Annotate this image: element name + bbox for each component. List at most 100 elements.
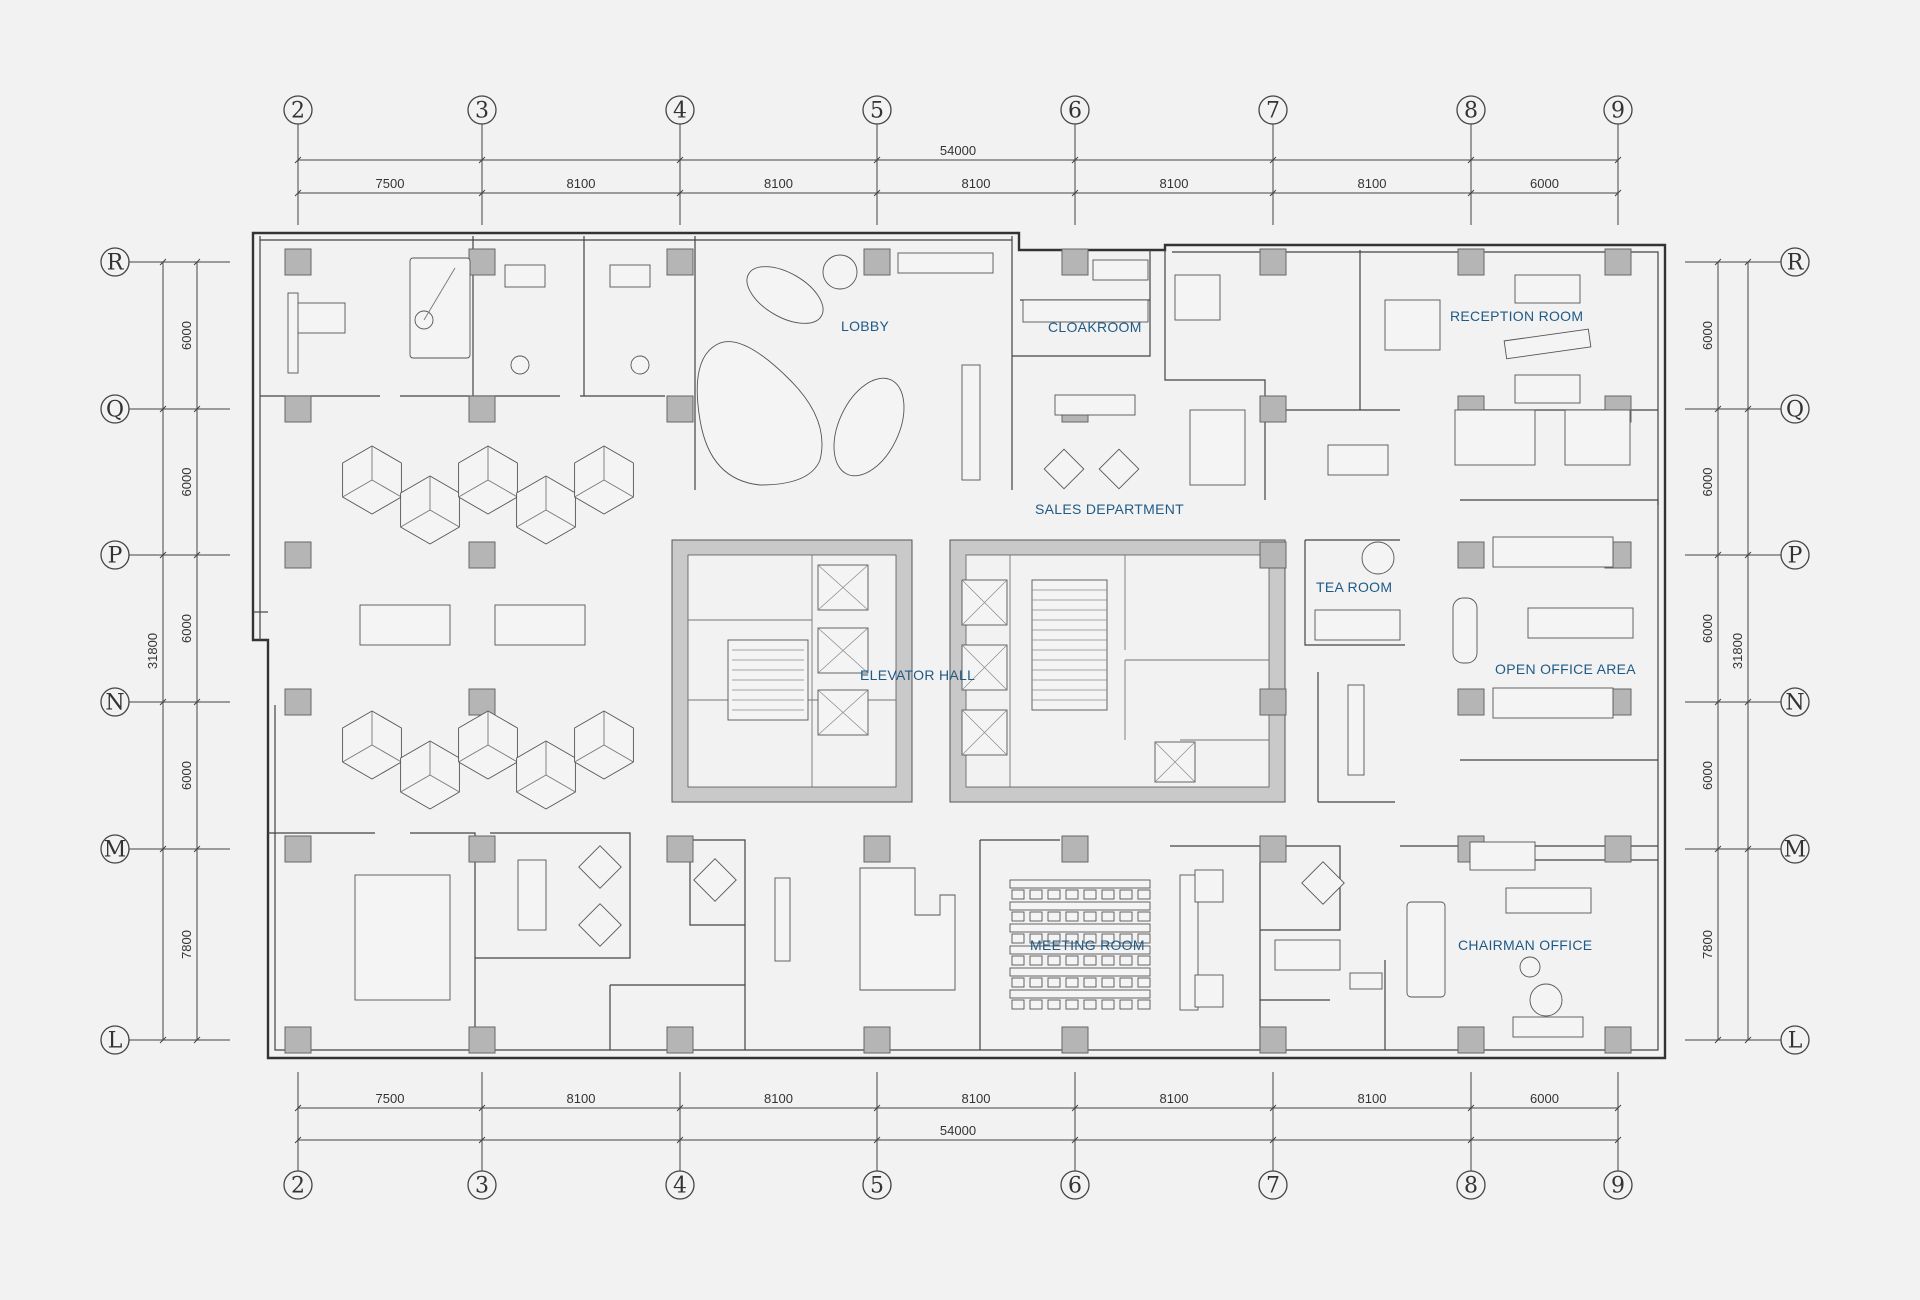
meeting-chair-2-2 — [1047, 933, 1061, 944]
meeting-chair-0-0 — [1011, 889, 1025, 900]
meeting-chair-2-3 — [1065, 933, 1079, 944]
workstation-divider-b4-2 — [574, 744, 605, 763]
column-5-1 — [1259, 395, 1287, 423]
dim-left-span-label-2: 6000 — [179, 614, 194, 643]
axis-label-col-6: 6 — [1068, 99, 1082, 124]
column-7-0 — [1604, 248, 1632, 276]
dim-bottom-span-label-0: 7500 — [376, 1091, 405, 1106]
meeting-chair-5-6 — [1119, 999, 1133, 1010]
axis-label-row-L: L — [1788, 1029, 1803, 1054]
meeting-chair-1-1 — [1029, 911, 1043, 922]
meeting-table-3 — [1009, 945, 1151, 955]
axis-label-row-Q: Q — [106, 398, 124, 423]
meeting-chair-0-1 — [1029, 889, 1043, 900]
meeting-chair-5-0 — [1011, 999, 1025, 1010]
axis-label-row-L: L — [108, 1029, 123, 1054]
dim-bottom-span-label-5: 8100 — [1358, 1091, 1387, 1106]
axis-label-row-M: M — [104, 838, 127, 863]
meeting-chair-5-2 — [1047, 999, 1061, 1010]
dim-top-span-label-2: 8100 — [764, 176, 793, 191]
column-0-2 — [284, 541, 312, 569]
column-0-3 — [284, 688, 312, 716]
column-5-2 — [1259, 541, 1287, 569]
axis-label-row-Q: Q — [1786, 398, 1804, 423]
room-label-tea-room: TEA ROOM — [1316, 579, 1392, 595]
column-6-3 — [1457, 688, 1485, 716]
dim-top-span-label-1: 8100 — [567, 176, 596, 191]
meeting-chair-3-5 — [1101, 955, 1115, 966]
axis-label-col-5: 5 — [870, 1174, 884, 1199]
room-labels: LOBBY CLOAKROOM RECEPTION ROOM SALES DEP… — [841, 308, 1636, 953]
dim-bottom-span-label-2: 8100 — [764, 1091, 793, 1106]
meeting-chair-5-1 — [1029, 999, 1043, 1010]
dim-right-span-label-4: 7800 — [1700, 930, 1715, 959]
dim-top-span-label-6: 6000 — [1530, 176, 1559, 191]
meeting-chair-0-2 — [1047, 889, 1061, 900]
axis-label-col-3: 3 — [475, 99, 489, 124]
column-1-5 — [468, 1026, 496, 1054]
meeting-chair-2-7 — [1137, 933, 1151, 944]
meeting-chair-3-3 — [1065, 955, 1079, 966]
dim-top-span-label-4: 8100 — [1160, 176, 1189, 191]
column-0-0 — [284, 248, 312, 276]
meeting-chair-1-3 — [1065, 911, 1079, 922]
column-4-0 — [1061, 248, 1089, 276]
room-label-reception-room: RECEPTION ROOM — [1450, 308, 1583, 324]
meeting-chair-1-4 — [1083, 911, 1097, 922]
column-0-1 — [284, 395, 312, 423]
meeting-chair-2-0 — [1011, 933, 1025, 944]
meeting-chair-4-7 — [1137, 977, 1151, 988]
meeting-chair-3-6 — [1119, 955, 1133, 966]
column-1-2 — [468, 541, 496, 569]
meeting-table-1 — [1009, 901, 1151, 911]
dim-left-span-label-1: 6000 — [179, 468, 194, 497]
meeting-chair-0-5 — [1101, 889, 1115, 900]
column-5-5 — [1259, 1026, 1287, 1054]
column-2-5 — [666, 1026, 694, 1054]
dim-bottom-span-label-4: 8100 — [1160, 1091, 1189, 1106]
workstation-divider-t0-2 — [342, 479, 373, 498]
axis-label-col-2: 2 — [291, 99, 305, 124]
meeting-chair-1-0 — [1011, 911, 1025, 922]
column-4-5 — [1061, 1026, 1089, 1054]
column-4-4 — [1061, 835, 1089, 863]
elevators — [817, 564, 1196, 783]
column-7-5 — [1604, 1026, 1632, 1054]
room-label-chairman-office: CHAIRMAN OFFICE — [1458, 937, 1592, 953]
meeting-chair-5-4 — [1083, 999, 1097, 1010]
meeting-chair-0-6 — [1119, 889, 1133, 900]
stair-left — [727, 639, 809, 721]
axis-label-col-7: 7 — [1266, 1174, 1280, 1199]
meeting-table-4 — [1009, 967, 1151, 977]
meeting-chair-3-0 — [1011, 955, 1025, 966]
workstation-divider-b4-1 — [603, 744, 634, 763]
dim-top-span-label-0: 7500 — [376, 176, 405, 191]
workstation-divider-t1-2 — [400, 509, 431, 528]
dim-left-span-label-3: 6000 — [179, 761, 194, 790]
axis-label-col-6: 6 — [1068, 1174, 1082, 1199]
dim-right-span-label-3: 6000 — [1700, 761, 1715, 790]
column-5-4 — [1259, 835, 1287, 863]
axis-label-col-9: 9 — [1611, 1174, 1625, 1199]
axis-label-col-7: 7 — [1266, 99, 1280, 124]
axis-label-row-R: R — [107, 251, 125, 276]
axis-label-col-2: 2 — [291, 1174, 305, 1199]
meeting-chair-5-5 — [1101, 999, 1115, 1010]
meeting-chair-4-2 — [1047, 977, 1061, 988]
room-label-meeting-room: MEETING ROOM — [1030, 937, 1145, 953]
meeting-chair-5-7 — [1137, 999, 1151, 1010]
axis-label-row-N: N — [105, 691, 124, 716]
workstation-divider-t2-2 — [458, 479, 489, 498]
dim-right-total-label: 31800 — [1730, 633, 1745, 669]
meeting-chair-1-7 — [1137, 911, 1151, 922]
hexagonal-workstations-top — [342, 445, 634, 545]
dim-left-span-label-4: 7800 — [179, 930, 194, 959]
dim-top-total-label: 54000 — [940, 143, 976, 158]
workstation-divider-b0-1 — [371, 744, 402, 763]
workstation-divider-t1-1 — [429, 509, 460, 528]
column-6-5 — [1457, 1026, 1485, 1054]
meeting-chair-2-1 — [1029, 933, 1043, 944]
